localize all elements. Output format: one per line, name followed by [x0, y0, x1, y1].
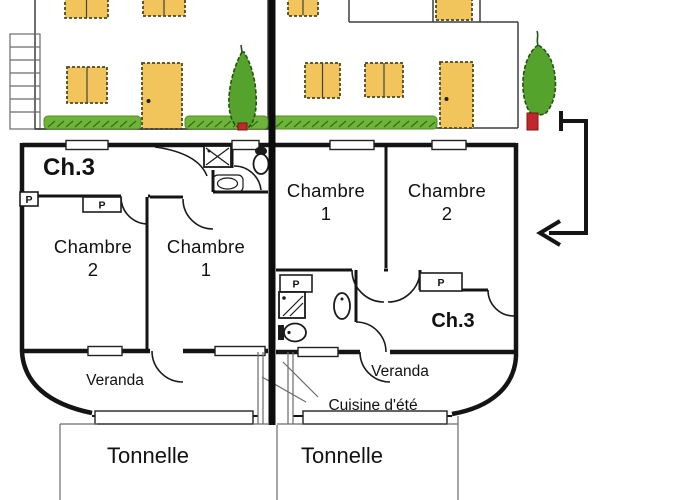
closet-p-box: [419, 272, 463, 292]
door-swing-arc: [154, 146, 208, 177]
closet-label: P: [25, 194, 32, 206]
room-number: 2: [88, 259, 99, 280]
door-swing-arc: [151, 350, 184, 383]
room-label-chambre1-right: Chambre: [287, 180, 365, 201]
closet-label: P: [437, 277, 444, 289]
room-label-tonnelle-right: Tonnelle: [301, 443, 383, 468]
sink-icon: [212, 174, 244, 193]
plan-windows: [65, 139, 467, 425]
tonnelle-right: [276, 416, 459, 500]
sink-icon: [333, 292, 351, 320]
closet-label: P: [98, 200, 105, 212]
room-number: 1: [201, 259, 212, 280]
room-label-ch3-left: Ch.3: [43, 154, 95, 181]
window-icon: [297, 346, 339, 358]
sliding-window-icon: [94, 410, 254, 425]
room-number: 1: [321, 203, 332, 224]
door-handle: [146, 99, 151, 103]
room-label-ch3-right: Ch.3: [431, 310, 474, 332]
tree-trunk: [526, 112, 539, 131]
toilet-icon: [278, 322, 307, 343]
dormer-outline: [432, 0, 481, 22]
tree-trunk: [237, 122, 248, 131]
window-icon: [87, 345, 123, 357]
door-handle: [444, 97, 449, 101]
room-number: 2: [442, 203, 453, 224]
door-swing-arc: [359, 351, 391, 383]
door-swing-arc: [351, 269, 385, 303]
room-label-veranda-left: Veranda: [86, 372, 144, 389]
facade-right: [272, 0, 519, 129]
door-swing-arc: [120, 196, 149, 225]
door-swing-arc: [387, 269, 421, 303]
room-label-cuisine: Cuisine d'été: [328, 397, 417, 414]
door-swing-arc: [182, 198, 214, 230]
room-label-veranda-right: Veranda: [371, 363, 429, 380]
party-wall: [268, 0, 276, 425]
room-label-tonnelle-left: Tonnelle: [107, 443, 189, 468]
door-swing-arc: [233, 165, 262, 191]
cypress-tree-icon: [228, 44, 258, 131]
ladder-icon: [9, 33, 41, 130]
sliding-window-icon: [302, 410, 448, 425]
bathroom-right: [278, 291, 351, 343]
facade-left: [9, 0, 269, 130]
shrub-tree-icon: [522, 30, 557, 131]
room-labels: Ch.3 Chambre 2 Chambre 1 Chambre 1 Chamb…: [43, 154, 486, 468]
tonnelle-left: [59, 423, 268, 500]
door-swing-arc: [355, 321, 387, 353]
door-icon: [439, 61, 474, 129]
door-swing-arc: [487, 289, 515, 317]
room-label-chambre2-right: Chambre: [408, 180, 486, 201]
closets: P P P P: [19, 191, 463, 293]
bathroom-left: [203, 145, 270, 193]
window-icon: [65, 139, 109, 151]
window-icon: [329, 139, 375, 151]
closet-label: P: [292, 279, 299, 291]
entry-route-arrow-icon: [536, 111, 588, 247]
room-label-chambre2-left: Chambre: [54, 236, 132, 257]
window-icon: [435, 0, 473, 21]
room-label-chambre1-left: Chambre: [167, 236, 245, 257]
window-icon: [431, 139, 467, 151]
closet-p-box: [19, 191, 39, 207]
elevation-view: [9, 0, 557, 131]
window-icon: [214, 345, 266, 357]
floor-plan-view: P P P P: [19, 139, 519, 500]
window-icon: [231, 139, 260, 151]
toilet-icon: [252, 146, 270, 175]
closet-p-box: [82, 196, 122, 213]
door-icon: [141, 62, 183, 130]
